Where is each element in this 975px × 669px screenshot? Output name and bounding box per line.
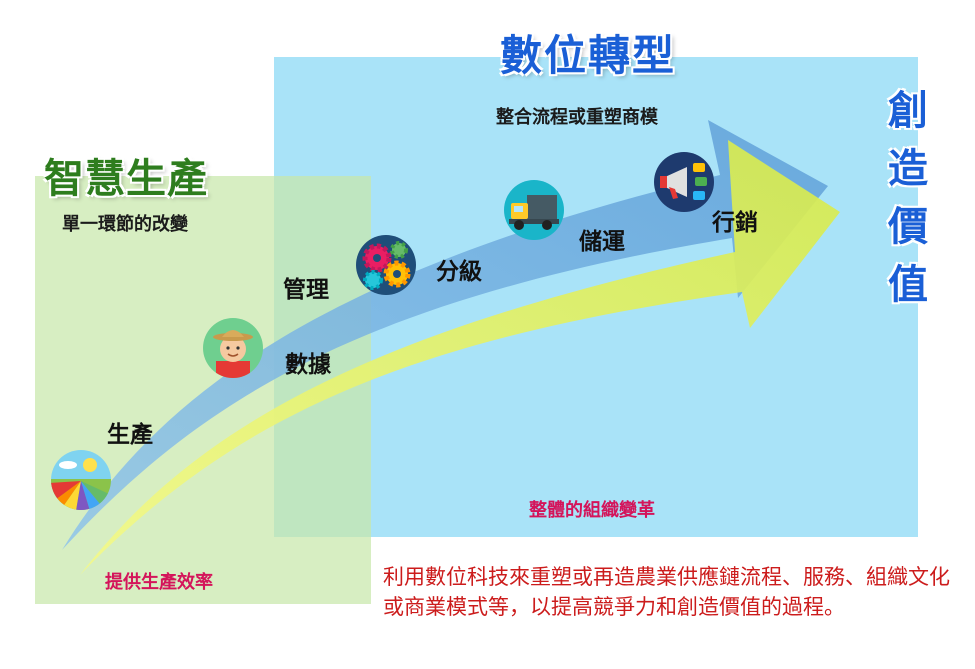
blue-arrow	[62, 120, 828, 550]
smart-production-subtitle: 單一環節的改變	[62, 214, 188, 235]
stage-production: 生產	[107, 422, 153, 448]
create-value-title: 創造價值	[888, 88, 928, 308]
stage-marketing: 行銷	[712, 210, 758, 236]
stage-management: 管理	[283, 277, 329, 303]
stage-grading: 分級	[436, 259, 482, 285]
stage-data: 數據	[285, 352, 331, 378]
stage-logistics: 儲運	[579, 229, 625, 255]
efficiency-note: 提供生產效率	[105, 572, 213, 593]
megaphone-icon	[654, 152, 714, 212]
org-change-note: 整體的組織變革	[529, 500, 655, 521]
smart-production-title: 智慧生產	[44, 156, 208, 202]
digital-transformation-subtitle: 整合流程或重塑商模	[496, 107, 658, 128]
yellow-arrow	[80, 140, 840, 575]
digital-transformation-title: 數位轉型	[500, 31, 677, 80]
gears-icon	[356, 235, 416, 295]
truck-icon	[504, 180, 564, 240]
field-icon	[51, 450, 111, 510]
definition-text: 利用數位科技來重塑或再造農業供應鏈流程、服務、組織文化或商業模式等，以提高競爭力…	[383, 565, 950, 619]
farmer-icon	[203, 318, 263, 378]
